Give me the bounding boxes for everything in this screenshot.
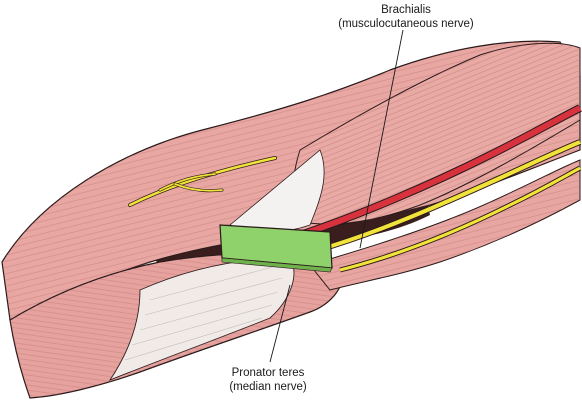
- brachialis-label-line1: Brachialis: [381, 4, 431, 16]
- brachialis-label-line2: (musculocutaneous nerve): [338, 18, 474, 30]
- cutaneous-nerve-branch: [128, 156, 277, 207]
- pronator-leader-line: [269, 284, 291, 363]
- brachialis-leader-line: [359, 29, 404, 249]
- pronator-teres-label: Pronator teres (median nerve): [208, 366, 328, 394]
- brachialis-label: Brachialis (musculocutaneous nerve): [318, 3, 494, 31]
- pronator-label-line1: Pronator teres: [231, 367, 305, 379]
- pronator-label-line2: (median nerve): [229, 381, 307, 393]
